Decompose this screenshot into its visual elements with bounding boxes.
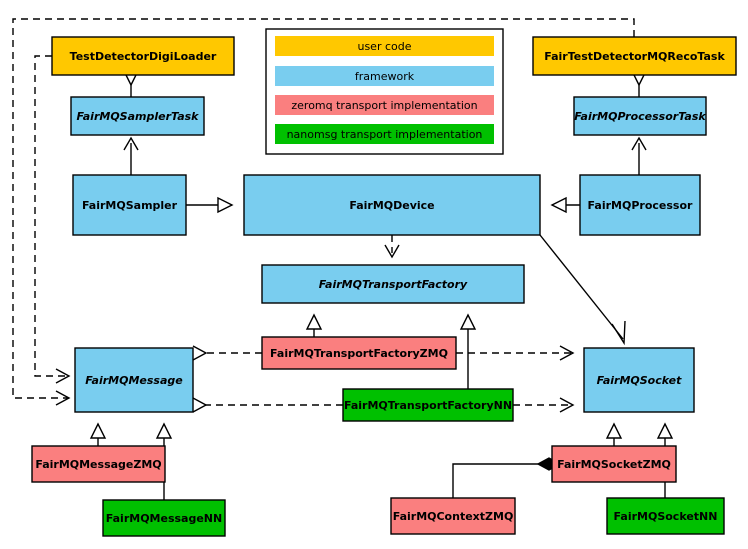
class-node-FairMQProcessorTask[interactable]: FairMQProcessorTask [573, 96, 707, 136]
class-node-FairTestDetectorMQRecoTask[interactable]: FairTestDetectorMQRecoTask [532, 36, 737, 76]
class-node-FairMQSampler[interactable]: FairMQSampler [72, 174, 187, 236]
edge-contextzmq-to-socketzmq [452, 463, 538, 498]
open-arrowheads [55, 136, 647, 413]
class-node-FairMQSamplerTask[interactable]: FairMQSamplerTask [70, 96, 205, 136]
legend-item-zeromq: zeromq transport implementation [275, 95, 494, 115]
class-node-FairMQTransportFactoryNN[interactable]: FairMQTransportFactoryNN [342, 388, 514, 422]
legend-swatch-zeromq [275, 95, 494, 115]
class-box[interactable] [342, 388, 514, 422]
legend-item-framework: framework [275, 66, 494, 86]
class-box[interactable] [583, 347, 695, 413]
legend-swatch-user-code [275, 36, 494, 56]
class-box[interactable] [532, 36, 737, 76]
class-box[interactable] [573, 96, 707, 136]
class-box[interactable] [72, 174, 187, 236]
legend-item-nanomsg: nanomsg transport implementation [275, 124, 494, 144]
legend-item-user-code: user code [275, 36, 494, 56]
edge-device-to-socket [539, 234, 624, 340]
class-node-FairMQDevice[interactable]: FairMQDevice [243, 174, 541, 236]
class-box[interactable] [261, 264, 525, 304]
class-box[interactable] [70, 96, 205, 136]
legend-swatch-nanomsg [275, 124, 494, 144]
edge-digiloader-to-message [34, 55, 68, 377]
class-node-FairMQContextZMQ[interactable]: FairMQContextZMQ [390, 497, 516, 535]
class-box[interactable] [74, 347, 194, 413]
legend-swatch-framework [275, 66, 494, 86]
class-node-TestDetectorDigiLoader[interactable]: TestDetectorDigiLoader [51, 36, 235, 76]
class-box[interactable] [390, 497, 516, 535]
class-box[interactable] [606, 497, 725, 535]
class-box[interactable] [579, 174, 701, 236]
class-node-FairMQSocketNN[interactable]: FairMQSocketNN [606, 497, 725, 535]
class-node-FairMQMessage[interactable]: FairMQMessage [74, 347, 194, 413]
class-node-FairMQSocket[interactable]: FairMQSocket [583, 347, 695, 413]
class-box[interactable] [31, 445, 166, 483]
class-box[interactable] [51, 36, 235, 76]
class-node-FairMQMessageZMQ[interactable]: FairMQMessageZMQ [31, 445, 166, 483]
class-node-FairMQSocketZMQ[interactable]: FairMQSocketZMQ [551, 445, 677, 483]
class-node-FairMQTransportFactory[interactable]: FairMQTransportFactory [261, 264, 525, 304]
class-box[interactable] [261, 336, 457, 370]
class-box[interactable] [102, 499, 226, 537]
class-box[interactable] [243, 174, 541, 236]
edge-recotask-to-message [12, 18, 635, 399]
class-node-FairMQMessageNN[interactable]: FairMQMessageNN [102, 499, 226, 537]
class-node-FairMQTransportFactoryZMQ[interactable]: FairMQTransportFactoryZMQ [261, 336, 457, 370]
legend: user code framework zeromq transport imp… [265, 28, 504, 155]
class-node-FairMQProcessor[interactable]: FairMQProcessor [579, 174, 701, 236]
class-box[interactable] [551, 445, 677, 483]
